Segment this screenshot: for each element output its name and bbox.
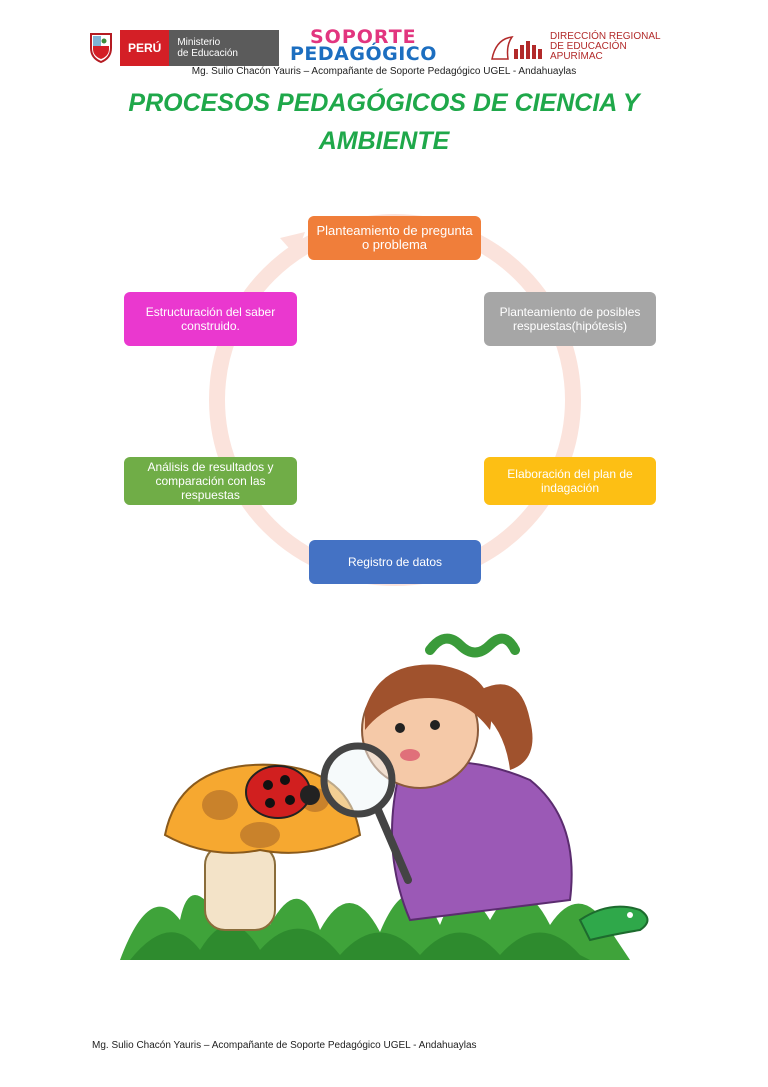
step-planteamiento-pregunta: Planteamiento de pregunta o problema <box>308 216 481 260</box>
girl-icon <box>361 633 573 922</box>
peru-label: PERÚ <box>120 30 170 66</box>
soporte-line2: PEDAGÓGICO <box>290 43 437 65</box>
ministry-label: Ministerio de Educación <box>169 30 280 66</box>
cycle-arrow-icon <box>280 232 305 256</box>
magnifying-glass-icon <box>320 742 412 884</box>
step-plan-indagacion: Elaboración del plan de indagación <box>484 457 656 505</box>
minedu-logo: PERÚ Ministerio de Educación <box>88 30 280 66</box>
step-planteamiento-hipotesis: Planteamiento de posibles respuestas(hip… <box>484 292 656 346</box>
step-registro-datos: Registro de datos <box>309 540 481 584</box>
dre-apurimac-logo: DIRECCIÓN REGIONAL DE EDUCACIÓN APURÍMAC <box>490 32 661 62</box>
footer-author-line: Mg. Sulio Chacón Yauris – Acompañante de… <box>92 1040 477 1051</box>
dre-text: DIRECCIÓN REGIONAL DE EDUCACIÓN APURÍMAC <box>550 31 661 62</box>
dre-building-icon <box>491 36 542 60</box>
step-estructuracion-saber: Estructuración del saber construido. <box>124 292 297 346</box>
soporte-line1: SOPORTE <box>310 26 417 48</box>
soporte-pedagogico-logo: SOPORTE PEDAGÓGICO <box>290 26 455 66</box>
header-author-line: Mg. Sulio Chacón Yauris – Acompañante de… <box>191 66 577 77</box>
ladybug-icon <box>245 765 320 819</box>
page-title: PROCESOS PEDAGÓGICOS DE CIENCIA Y AMBIEN… <box>128 89 640 155</box>
lizard-icon <box>578 905 649 942</box>
girl-magnifier-illustration <box>120 633 649 960</box>
step-analisis-resultados: Análisis de resultados y comparación con… <box>124 457 297 505</box>
peru-coat-of-arms-icon <box>90 33 112 64</box>
